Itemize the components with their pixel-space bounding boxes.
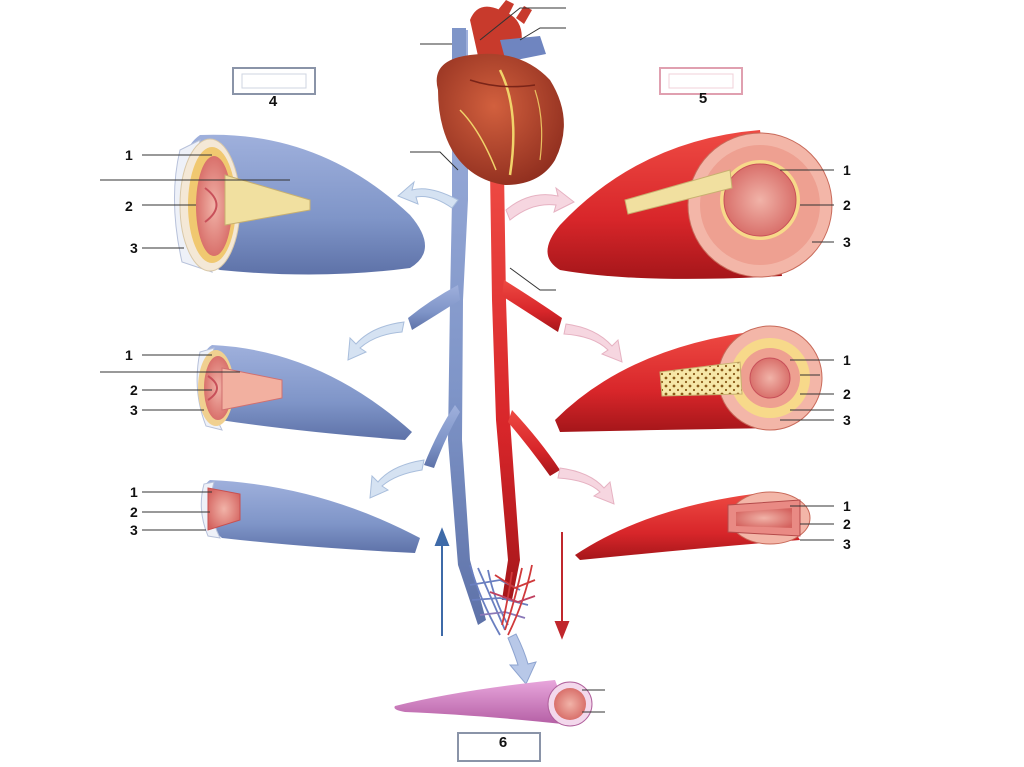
flow-arrows	[347, 180, 459, 499]
upward-arrow	[434, 527, 450, 636]
label-box-capillary-number: 6	[498, 734, 508, 751]
label-box-veins-number: 4	[268, 93, 278, 110]
small-artery	[575, 491, 811, 560]
aorta-descending	[490, 170, 520, 600]
large-vein-layer-1: 1	[125, 147, 133, 163]
capillary-leader-lines	[582, 689, 605, 713]
heart	[436, 0, 564, 185]
large-vein-layer-2: 2	[125, 198, 133, 214]
medium-vein-layer-1: 1	[125, 347, 133, 363]
artery-branch-2	[508, 410, 560, 476]
capillary-arrow	[507, 633, 537, 685]
label-box-capillary	[457, 732, 541, 762]
small-artery-layer-2: 2	[843, 516, 851, 532]
large-vein	[173, 134, 425, 275]
large-vein-layer-3: 3	[130, 240, 138, 256]
medium-artery-layer-1: 1	[843, 352, 851, 368]
label-box-arteries-number: 5	[698, 90, 708, 107]
medium-artery-layer-2: 2	[843, 386, 851, 402]
medium-vein-layer-3: 3	[130, 402, 138, 418]
label-box-arteries	[659, 67, 743, 95]
artery-branch-1	[502, 280, 562, 332]
large-artery-layer-3: 3	[843, 234, 851, 250]
artery-leader-lines	[780, 169, 834, 541]
small-vein-layer-3: 3	[130, 522, 138, 538]
capillary-bed	[469, 564, 536, 636]
downward-arrow	[554, 532, 570, 640]
medium-vein-layer-2: 2	[130, 382, 138, 398]
vein-branch-2	[424, 405, 460, 468]
small-artery-layer-1: 1	[843, 498, 851, 514]
label-box-veins	[232, 67, 316, 95]
medium-vein	[196, 345, 412, 440]
large-artery-layer-1: 1	[843, 162, 851, 178]
small-vein	[200, 480, 420, 553]
flow-arrows-artery	[505, 186, 623, 505]
small-artery-layer-3: 3	[843, 536, 851, 552]
medium-artery	[555, 325, 823, 432]
vein-branch-1	[408, 285, 460, 330]
small-vein-layer-2: 2	[130, 504, 138, 520]
heart-leader-lines	[410, 7, 566, 291]
vena-cava	[448, 30, 486, 625]
small-vein-layer-1: 1	[130, 484, 138, 500]
large-artery-layer-2: 2	[843, 197, 851, 213]
capillary	[394, 680, 593, 727]
vein-leader-lines	[100, 154, 290, 531]
medium-artery-layer-3: 3	[843, 412, 851, 428]
large-artery	[547, 130, 833, 279]
